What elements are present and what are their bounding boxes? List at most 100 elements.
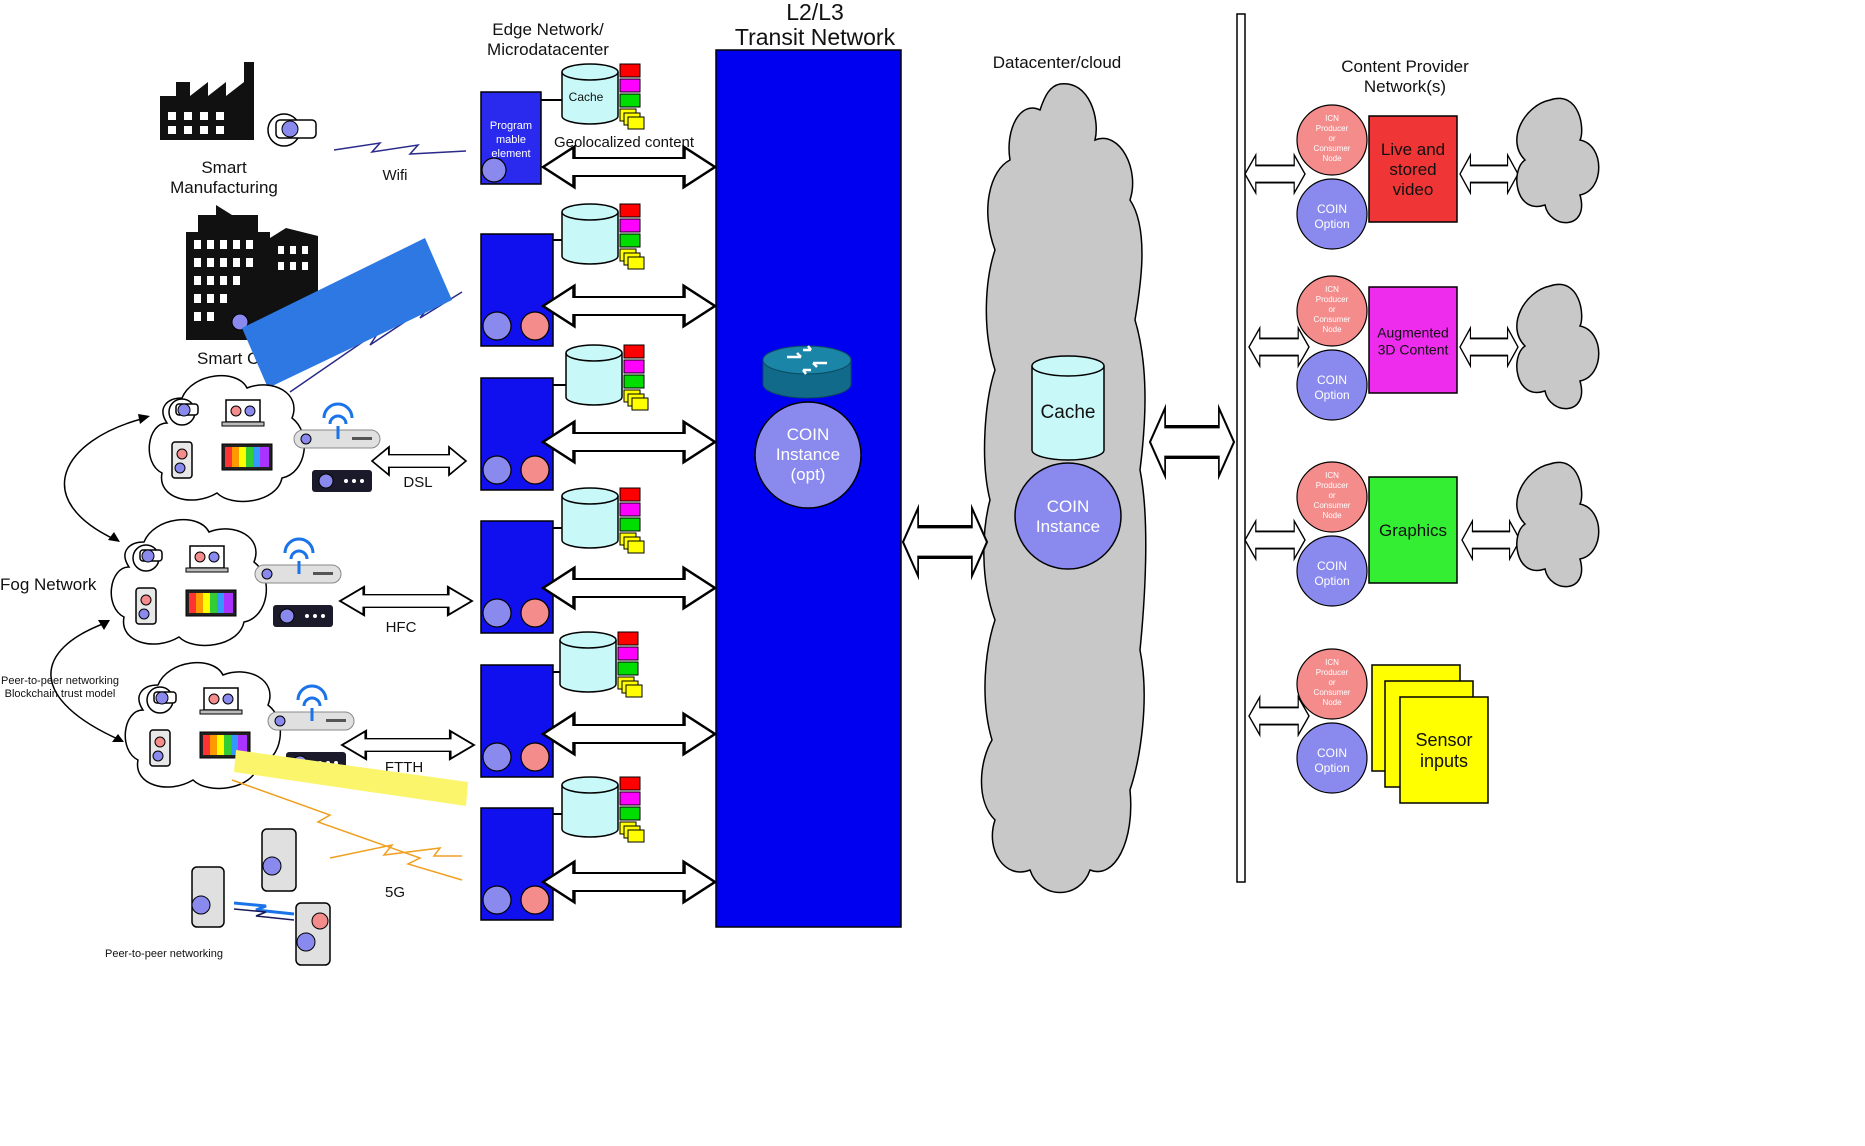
fog-cloud-1 [148,374,306,503]
provider-label-1-3: video [1393,180,1434,199]
transit-coin-line2: Instance [776,445,840,464]
provider-left-arrow-4 [1248,696,1310,736]
provider-label-4-2: inputs [1420,751,1468,771]
edge-node-2 [480,233,554,347]
edge-node-3 [480,377,554,491]
coin-option-label-1: COIN [1317,559,1347,573]
programmable-label-3: element [491,148,530,160]
wifi-lightning [333,141,467,155]
coin-option-label-1: COIN [1317,202,1347,216]
provider-bus-bar [1236,13,1246,883]
ftth-arrow [340,729,476,761]
coin-option-3 [1296,535,1368,607]
coin-option-label-1: COIN [1317,746,1347,760]
transit-cloud-arrow [901,506,989,578]
edge-arrow-3 [541,420,717,464]
fog-arrowhead-1 [138,414,150,424]
icn-node-4 [1296,648,1368,720]
5g-label: 5G [385,884,405,901]
icn-label-3-2: Producer [1316,481,1349,490]
icn-label-2-2: Producer [1316,295,1349,304]
coin-option-4 [1296,722,1368,794]
icn-label-4-5: Node [1322,698,1342,707]
phone-icon-1 [261,828,297,892]
icn-label-3-1: ICN [1325,471,1339,480]
hfc-arrow [338,585,474,617]
p2p-label-line1: Peer-to-peer networking [1,675,119,687]
edge-arrow-4 [541,566,717,610]
edge-node-4 [480,520,554,634]
content-provider-title-line1: Content Provider [1341,57,1469,76]
city-buildings-icon [186,205,318,340]
provider-cloud-1 [1516,97,1600,224]
cloud-cache-label: Cache [1041,402,1096,423]
provider-left-arrow-2 [1248,327,1310,367]
provider-label-2-1: Augmented [1377,325,1449,341]
modem-hfc [253,537,343,629]
hfc-label: HFC [386,619,417,636]
ftth-label: FTTH [385,759,423,776]
icn-label-4-4: Consumer [1314,688,1351,697]
transit-title-line1: L2/L3 [786,0,844,25]
provider-row-2: ICNProducerorConsumerNodeCOINOptionAugme… [1248,275,1600,421]
coin-option-2 [1296,349,1368,421]
modem-dsl [292,402,382,494]
cloud-coin-instance [1014,462,1122,570]
programmable-label-2: mable [496,134,526,146]
blue-overlay-shape [242,238,452,388]
provider-label-2-2: 3D Content [1378,342,1449,358]
icn-label-4-3: or [1328,678,1335,687]
content-provider-title-line2: Network(s) [1364,77,1446,96]
provider-row-3: ICNProducerorConsumerNodeCOINOptionGraph… [1244,461,1600,607]
fog-curved-arrows [50,417,146,741]
programmable-element: Program mable element [480,91,542,185]
coin-option-label-2: Option [1314,574,1349,588]
router-icon [762,345,852,399]
icn-label-1-3: or [1328,134,1335,143]
icn-label-1-1: ICN [1325,114,1339,123]
dsl-label: DSL [403,474,432,491]
provider-row-1: ICNProducerorConsumerNodeCOINOptionLive … [1244,97,1600,250]
provider-box-1 [1368,115,1458,223]
cloud-cache-cylinder [1031,355,1105,461]
programmable-label-1: Program [490,120,532,132]
fog-arrowhead-2 [108,532,120,542]
factory-icon [160,62,254,140]
icn-label-4-1: ICN [1325,658,1339,667]
provider-label-1-2: stored [1389,160,1436,179]
providers-layer: ICNProducerorConsumerNodeCOINOptionLive … [1244,97,1600,804]
edge-node-6 [480,807,554,921]
provider-box-4 [1399,696,1489,804]
provider-left-arrow-1 [1244,154,1306,194]
cache-small-label: Cache [569,90,604,104]
coin-option-label-2: Option [1314,217,1349,231]
cloud-coin-line1: COIN [1047,497,1090,516]
wifi-label: Wifi [383,167,408,184]
smart-manufacturing-line2: Manufacturing [170,178,278,197]
provider-box-3 [1368,476,1458,584]
coin-option-label-2: Option [1314,388,1349,402]
transit-coin-instance [754,401,862,509]
p2p-bottom-label: Peer-to-peer networking [105,948,223,960]
icn-label-3-4: Consumer [1314,501,1351,510]
smart-city-label: Smart C [197,349,259,368]
icn-label-2-4: Consumer [1314,315,1351,324]
p2p-label-line2: Blockchain trust model [5,688,116,700]
p2p-lightning [233,901,295,916]
edge-cache-5 [559,631,643,698]
transit-title-line2: Transit Network [735,24,896,50]
icn-label-2-1: ICN [1325,285,1339,294]
transit-coin-line3: (opt) [791,465,826,484]
icn-label-2-3: or [1328,305,1335,314]
cloud-provider-arrow [1148,406,1236,478]
icn-label-1-4: Consumer [1314,144,1351,153]
provider-cloud-2 [1516,283,1600,410]
icn-node-3 [1296,461,1368,533]
edge-cache-4 [561,487,645,554]
provider-left-arrow-3 [1244,520,1306,560]
edge-arrow-1 [541,145,717,189]
coin-option-label-1: COIN [1317,373,1347,387]
icn-label-1-2: Producer [1316,124,1349,133]
coin-option-1 [1296,178,1368,250]
icn-label-3-3: or [1328,491,1335,500]
